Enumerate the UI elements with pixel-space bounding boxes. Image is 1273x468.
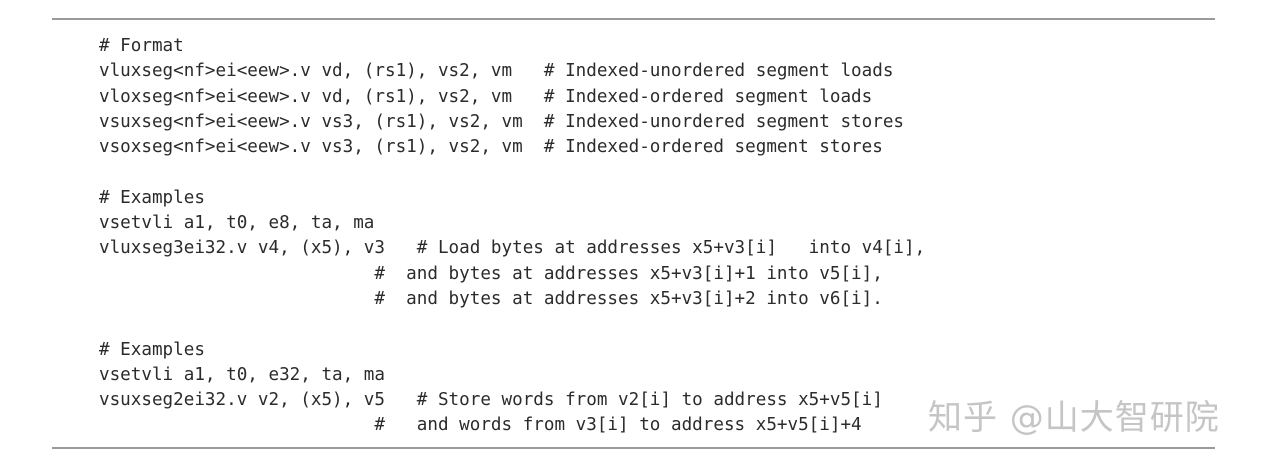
code-line: vluxseg3ei32.v v4, (x5), v3 # Load bytes… bbox=[99, 238, 926, 259]
code-line: # Examples bbox=[99, 339, 205, 360]
watermark: 知乎 @山大智研院 bbox=[928, 398, 1220, 438]
code-line bbox=[99, 312, 925, 337]
code-line: vsetvli a1, t0, e32, ta, ma bbox=[99, 364, 385, 385]
code-line: # Format bbox=[99, 36, 184, 56]
code-line: vsoxseg<nf>ei<eew>.v vs3, (rs1), vs2, vm… bbox=[99, 137, 883, 158]
code-line: vsetvli a1, t0, e8, ta, ma bbox=[99, 213, 375, 234]
code-line: vsuxseg2ei32.v v2, (x5), v5 # Store word… bbox=[99, 390, 883, 411]
code-line: # Examples bbox=[99, 187, 205, 208]
code-line: # and bytes at addresses x5+v3[i]+2 into… bbox=[99, 288, 883, 309]
bottom-divider bbox=[52, 447, 1215, 449]
code-line: vsuxseg<nf>ei<eew>.v vs3, (rs1), vs2, vm… bbox=[99, 111, 905, 132]
code-line: # and bytes at addresses x5+v3[i]+1 into… bbox=[99, 263, 883, 284]
code-block: # Format vluxseg<nf>ei<eew>.v vd, (rs1), … bbox=[99, 34, 925, 439]
code-line: vloxseg<nf>ei<eew>.v vd, (rs1), vs2, vm … bbox=[99, 86, 873, 107]
code-line bbox=[99, 160, 925, 185]
code-line: # and words from v3[i] to address x5+v5[… bbox=[99, 415, 862, 436]
top-divider bbox=[52, 18, 1215, 20]
code-line: vluxseg<nf>ei<eew>.v vd, (rs1), vs2, vm … bbox=[99, 61, 894, 82]
